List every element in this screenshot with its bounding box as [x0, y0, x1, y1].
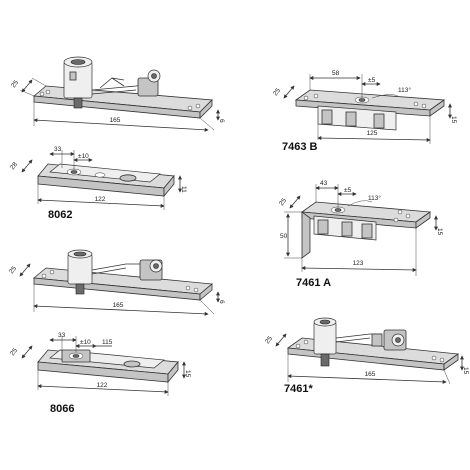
p5-length-dim: 125	[367, 130, 378, 137]
p6-length-dim: 123	[353, 260, 364, 267]
p5-width-dim: 25	[272, 87, 282, 97]
p2-width-dim: 28	[9, 161, 19, 171]
p4-adjust-dim: ±10	[80, 339, 91, 346]
pivot-7461a: 43 ±5 113° 123 25 50 15 7461 A	[278, 180, 443, 289]
p2-offset-dim: 33	[54, 146, 62, 153]
p6-height-dim: 15	[436, 228, 443, 236]
p3-height-dim: 6	[218, 300, 225, 304]
pivot-7463b: 58 ±5 113° 125 25 15 7463 B	[272, 70, 457, 153]
p1-height-dim: 6	[218, 119, 225, 123]
model-label-7461-star: 7461*	[284, 383, 313, 395]
p5-angle-dim: 113°	[398, 86, 411, 94]
pivot-7461-star: 165 25 15 7461*	[264, 317, 469, 395]
model-label-8062: 8062	[48, 209, 72, 221]
p4-offset-dim: 33	[58, 332, 66, 339]
p5-offset-dim: 58	[332, 70, 340, 77]
p1-width-dim: 25	[10, 79, 20, 89]
p7-width-dim: 25	[264, 335, 274, 345]
p7-length-dim: 165	[365, 371, 376, 378]
p6-offset-dim: 43	[320, 180, 328, 187]
p2-height-dim: 11	[180, 186, 187, 193]
pivot-p1: 165 25 6	[10, 56, 225, 132]
p2-length-dim: 122	[95, 196, 106, 203]
model-label-8066: 8066	[50, 403, 74, 415]
p6-depth-dim: 50	[280, 233, 288, 240]
p3-width-dim: 25	[8, 265, 18, 275]
pivot-8066: 33 ±10 115 122 25 15 8066	[9, 332, 191, 415]
p6-width-dim: 25	[278, 197, 288, 207]
p4-width-dim: 25	[9, 347, 19, 357]
p6-adjust-dim: ±5	[344, 187, 352, 194]
p5-adjust-dim: ±5	[368, 77, 376, 84]
p1-length-dim: 165	[110, 117, 121, 124]
p5-height-dim: 15	[450, 116, 457, 124]
pivot-8062: 33 ±10 122 28 11 8062	[9, 146, 187, 221]
p4-span-dim: 115	[102, 339, 113, 346]
p3-length-dim: 165	[113, 302, 124, 309]
model-label-7461a: 7461 A	[296, 277, 331, 289]
p4-height-dim: 15	[184, 370, 191, 378]
p4-length-dim: 122	[97, 382, 108, 389]
p6-angle-dim: 113°	[368, 194, 381, 202]
p2-adjust-dim: ±10	[78, 153, 89, 160]
model-label-7463b: 7463 B	[282, 141, 318, 153]
p7-height-dim: 15	[462, 367, 469, 375]
pivot-p3: 165 25 6	[8, 249, 225, 316]
